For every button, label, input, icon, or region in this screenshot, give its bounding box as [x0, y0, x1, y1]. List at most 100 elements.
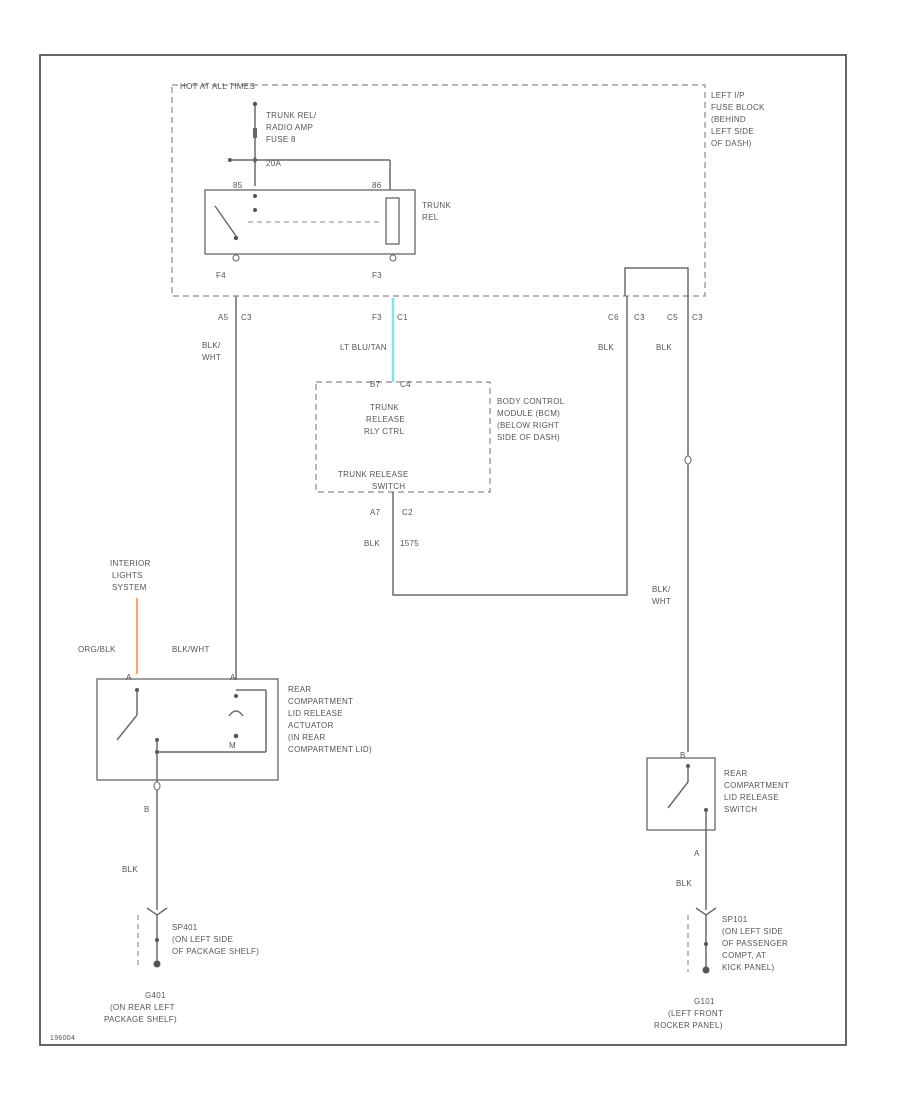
- fuse-block-outline: [171, 84, 706, 297]
- bcm-desc-line3: (BELOW RIGHT: [497, 421, 559, 430]
- actuator-switch-arm: [116, 714, 138, 741]
- wire-label-1575: 1575: [400, 539, 419, 548]
- splice-left-id: SP401: [172, 923, 198, 932]
- relay-coil: [385, 197, 400, 245]
- rear-switch-line2: COMPARTMENT: [724, 781, 789, 790]
- fuse-block-line5: OF DASH): [711, 139, 752, 148]
- actuator-line5: (IN REAR: [288, 733, 326, 742]
- rear-switch-pin-b: B: [680, 751, 686, 760]
- relay-pin-f4: F4: [216, 271, 226, 280]
- splice-right-line1: (ON LEFT SIDE: [722, 927, 783, 936]
- bcm-line4: TRUNK RELEASE: [338, 470, 409, 479]
- bcm-pin-b7: B7: [370, 380, 381, 389]
- relay-pin-f3: F3: [372, 271, 382, 280]
- relay-terminal-f4: [232, 254, 240, 262]
- diagram-frame: [39, 54, 847, 1046]
- conn-c6: C6: [608, 313, 619, 322]
- fuse-label-line1: TRUNK REL/: [266, 111, 317, 120]
- ground-right-id: G101: [694, 997, 715, 1006]
- bcm-desc-line4: SIDE OF DASH): [497, 433, 560, 442]
- bus-node: [252, 101, 258, 107]
- bcm-line3: RLY CTRL: [364, 427, 405, 436]
- fuse-block-line1: LEFT I/P: [711, 91, 745, 100]
- bcm-desc-line2: MODULE (BCM): [497, 409, 560, 418]
- bcm-line5: SWITCH: [372, 482, 405, 491]
- conn-c3-left: C3: [241, 313, 252, 322]
- conn-c1: C1: [397, 313, 408, 322]
- rear-switch-line3: LID RELEASE: [724, 793, 779, 802]
- ground-left-id: G401: [145, 991, 166, 1000]
- actuator-line3: LID RELEASE: [288, 709, 343, 718]
- inline-connector-right: [684, 455, 692, 465]
- bcm-line1: TRUNK: [370, 403, 399, 412]
- wire-label-blk-lower-left: BLK: [122, 865, 138, 874]
- actuator-box: [96, 678, 279, 781]
- relay-label-line2: REL: [422, 213, 439, 222]
- wire-label-blk-lower-right: BLK: [676, 879, 692, 888]
- bcm-outline: [315, 381, 491, 493]
- wire-label-blk-wht-actuator: BLK/WHT: [172, 645, 210, 654]
- diagram-id: 196004: [50, 1035, 75, 1042]
- ground-left-line1: (ON REAR LEFT: [110, 1003, 175, 1012]
- wire-label-blk-wht-r2: WHT: [652, 597, 671, 606]
- wire-label-org-blk: ORG/BLK: [78, 645, 116, 654]
- relay-contact-top: [253, 194, 257, 198]
- hot-at-all-times-label: HOT AT ALL TIMES: [180, 82, 255, 91]
- relay-pin-86: 86: [372, 181, 382, 190]
- splice-left-line2: OF PACKAGE SHELF): [172, 947, 259, 956]
- ground-right-line2: ROCKER PANEL): [654, 1021, 723, 1030]
- actuator-line1: REAR: [288, 685, 311, 694]
- interior-lights-line1: INTERIOR: [110, 559, 151, 568]
- splice-right-id: SP101: [722, 915, 748, 924]
- actuator-pin-a2: A: [230, 673, 236, 682]
- bcm-conn-c4: C4: [400, 380, 411, 389]
- actuator-solenoid: [228, 710, 244, 717]
- ground-right-symbol: [702, 966, 710, 974]
- wire-label-blk: BLK: [364, 539, 380, 548]
- actuator-connector-b: [153, 781, 161, 791]
- fuse-label-line3: FUSE 8: [266, 135, 296, 144]
- fuse-block-ground-bridge: [624, 267, 689, 296]
- splice-right-line2: OF PASSENGER: [722, 939, 788, 948]
- relay-switch-pivot: [233, 235, 239, 241]
- rear-switch-line4: SWITCH: [724, 805, 757, 814]
- actuator-motor-node: [233, 733, 239, 739]
- rear-switch-box: [646, 757, 716, 831]
- relay-pin-85: 85: [233, 181, 243, 190]
- fuse-block-line3: (BEHIND: [711, 115, 746, 124]
- actuator-motor-label: M: [229, 741, 236, 750]
- fuse-block-line2: FUSE BLOCK: [711, 103, 765, 112]
- actuator-node-a2: [234, 694, 238, 698]
- splice-right-line4: KICK PANEL): [722, 963, 775, 972]
- splice-left-node: [155, 938, 159, 942]
- wire-label-blk-right: BLK: [656, 343, 672, 352]
- interior-lights-line2: LIGHTS: [112, 571, 143, 580]
- actuator-pin-a: A: [126, 673, 132, 682]
- actuator-line2: COMPARTMENT: [288, 697, 353, 706]
- splice-right-node: [704, 942, 708, 946]
- ground-right-line1: (LEFT FRONT: [668, 1009, 723, 1018]
- bcm-line2: RELEASE: [366, 415, 405, 424]
- conn-a5: A5: [218, 313, 229, 322]
- ground-left-line2: PACKAGE SHELF): [104, 1015, 177, 1024]
- wire-bcm-switch: [392, 296, 628, 596]
- conn-f3: F3: [372, 313, 382, 322]
- rear-switch-pin-a: A: [694, 849, 700, 858]
- actuator-line6: COMPARTMENT LID): [288, 745, 372, 754]
- fuse-amps-label: 20A: [266, 159, 281, 168]
- conn-c3-mid: C3: [634, 313, 645, 322]
- bcm-pin-a7: A7: [370, 508, 381, 517]
- ground-left-symbol: [153, 960, 161, 968]
- interior-lights-line3: SYSTEM: [112, 583, 147, 592]
- actuator-line4: ACTUATOR: [288, 721, 334, 730]
- fuse-label-line2: RADIO AMP: [266, 123, 313, 132]
- actuator-pin-b: B: [144, 805, 150, 814]
- splice-right-line3: COMPT, AT: [722, 951, 766, 960]
- rear-switch-arm: [667, 781, 689, 809]
- conn-c3-right: C3: [692, 313, 703, 322]
- relay-contact-mid: [253, 208, 257, 212]
- fuse-symbol: [253, 128, 257, 138]
- wire-label-blk-wht-2: WHT: [202, 353, 221, 362]
- rear-switch-line1: REAR: [724, 769, 747, 778]
